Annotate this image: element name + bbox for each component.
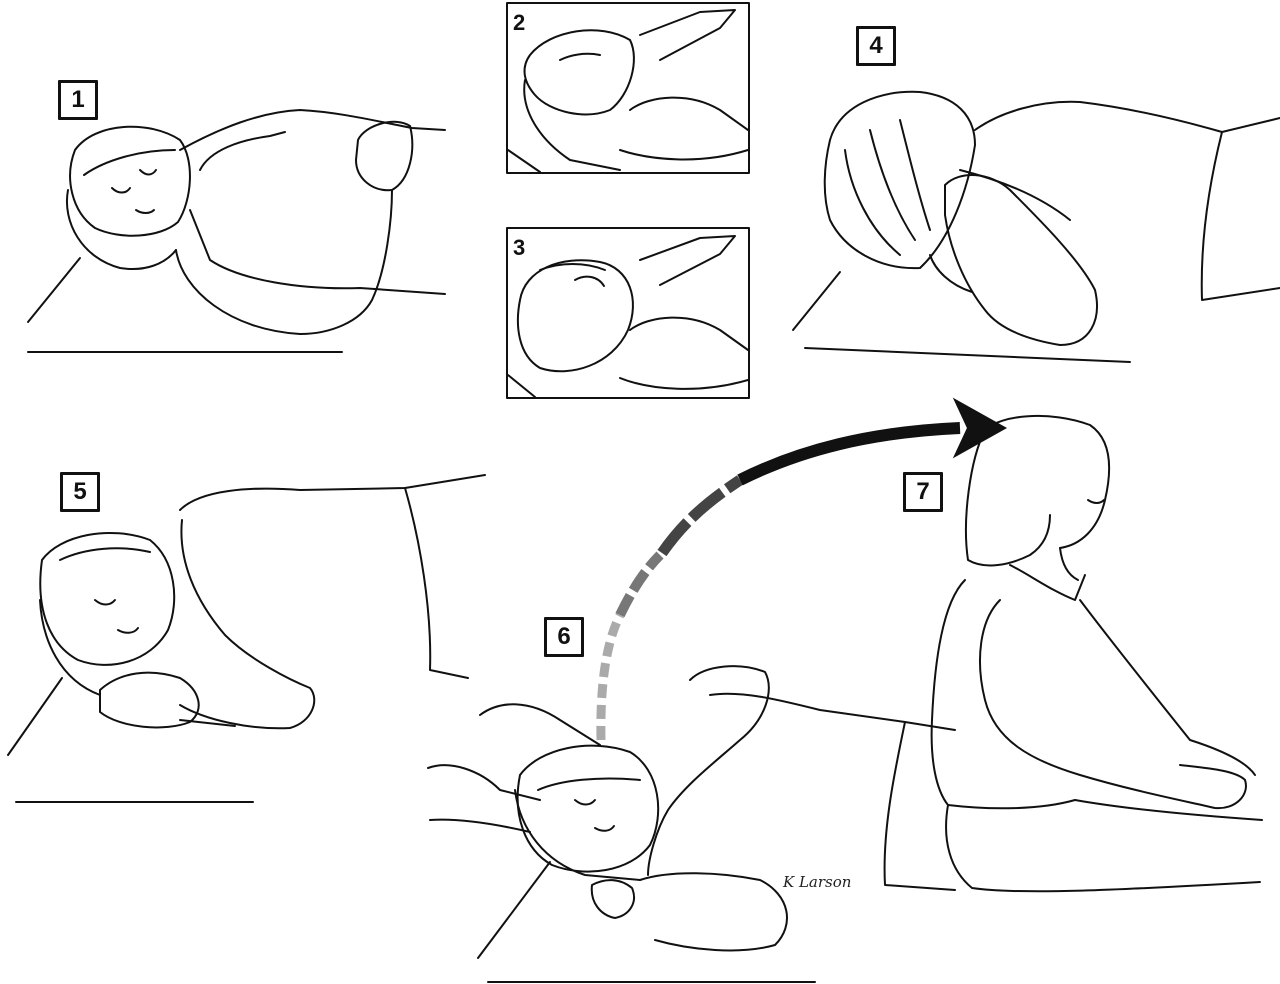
transition-arrow — [596, 397, 1008, 741]
panel-1-figure — [27, 109, 446, 353]
step-label-4: 4 — [857, 27, 895, 65]
panel-7-figure — [930, 415, 1263, 893]
step-label-5: 5 — [61, 473, 99, 511]
step-label-1: 1 — [59, 81, 97, 119]
artist-signature: K Larson — [783, 873, 852, 891]
arrow-segment-light — [596, 612, 625, 741]
step-label-7: 7 — [904, 473, 942, 511]
panel-3-figure — [506, 227, 750, 399]
panel-6-figure — [427, 665, 956, 983]
step-label-2: 2 — [513, 10, 526, 35]
panel-4-figure — [792, 90, 1280, 363]
panel-5-figure — [7, 474, 486, 803]
arrowhead — [952, 397, 1008, 459]
step-label-3: 3 — [513, 235, 526, 260]
step-label-6: 6 — [545, 618, 583, 656]
panel-2-figure — [506, 2, 750, 174]
